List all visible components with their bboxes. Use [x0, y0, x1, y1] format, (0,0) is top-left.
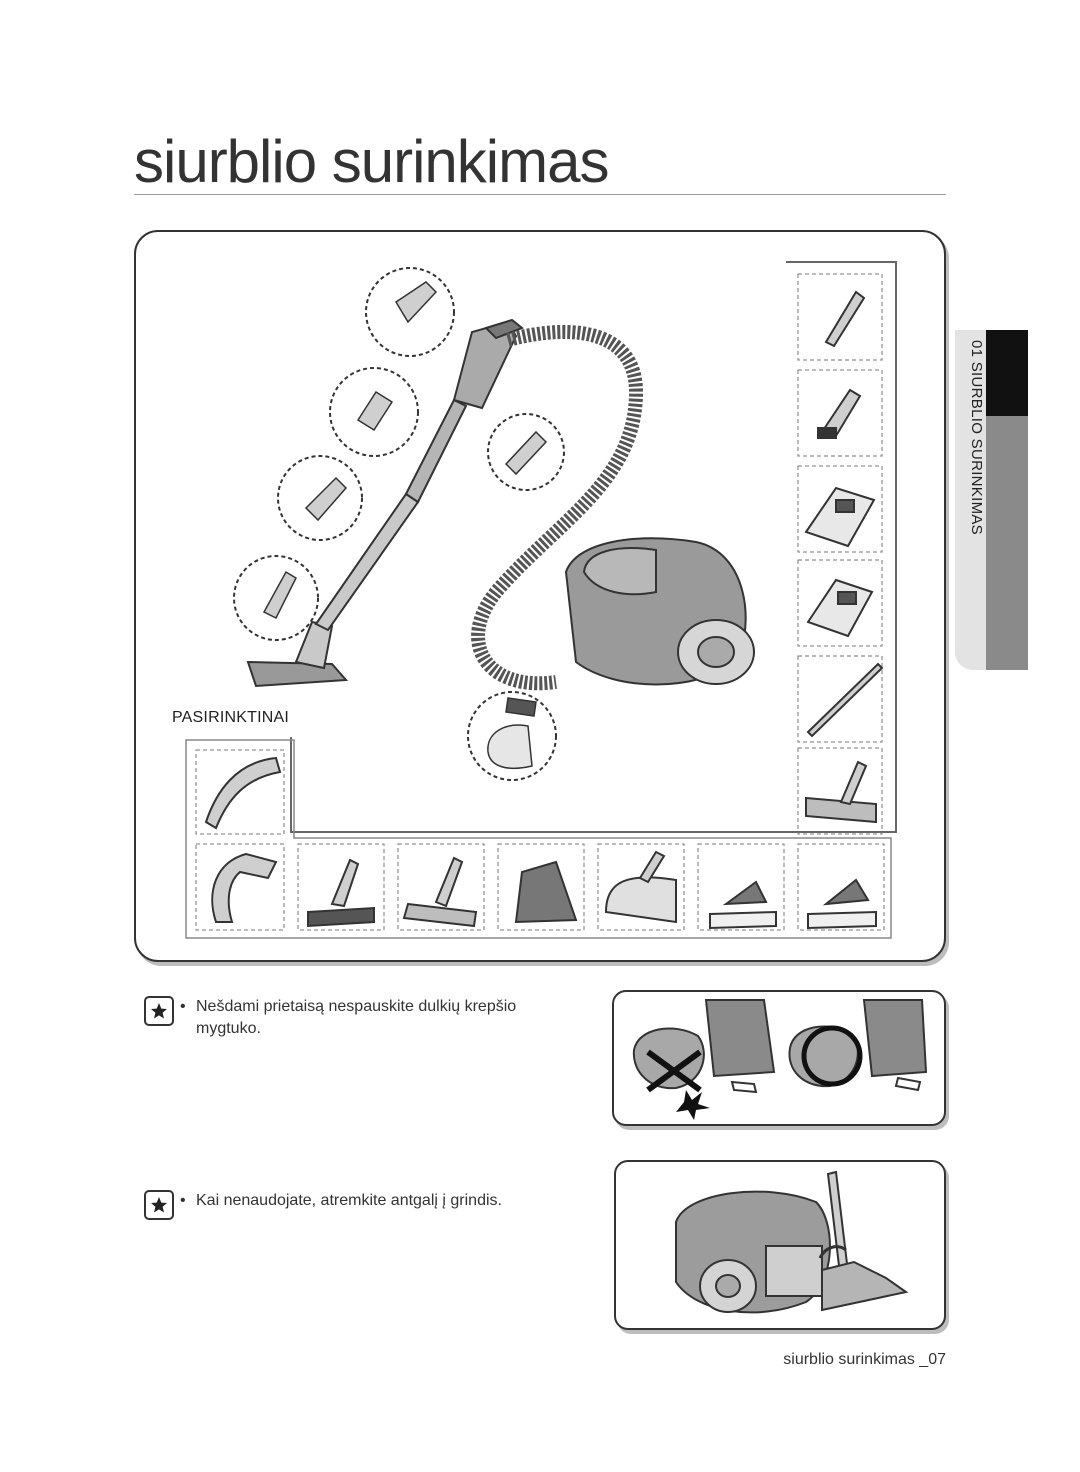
- optional-accessories-label: PASIRINKTINAI: [172, 709, 289, 726]
- title-rule: [134, 194, 946, 195]
- bullet: •: [180, 998, 186, 1015]
- note-2-text: Kai nenaudojate, atremkite antgalį į gri…: [196, 1192, 502, 1209]
- note-text: • Nešdami prietaisą nespauskite dulkių k…: [180, 996, 556, 1040]
- page-title: siurblio surinkimas: [134, 128, 609, 195]
- section-tab-label: 01 SIURBLIO SURINKIMAS: [968, 340, 985, 535]
- star-icon: [144, 996, 174, 1026]
- side-tab-dark-block: [986, 330, 1028, 416]
- side-tab-grey-block: [986, 416, 1028, 670]
- side-tab-background: [955, 330, 986, 670]
- star-icon: [144, 1190, 174, 1220]
- note-1-text: Nešdami prietaisą nespauskite dulkių kre…: [196, 998, 517, 1037]
- vacuum-assembly-drawing: [185, 261, 897, 939]
- note-text: • Kai nenaudojate, atremkite antgalį į g…: [180, 1190, 556, 1212]
- parking-illustration: [614, 1160, 946, 1330]
- carrying-illustration: [612, 990, 946, 1126]
- bullet: •: [180, 1192, 186, 1209]
- page-footer: siurblio surinkimas _07: [783, 1351, 946, 1368]
- assembly-illustration-panel: [134, 230, 946, 962]
